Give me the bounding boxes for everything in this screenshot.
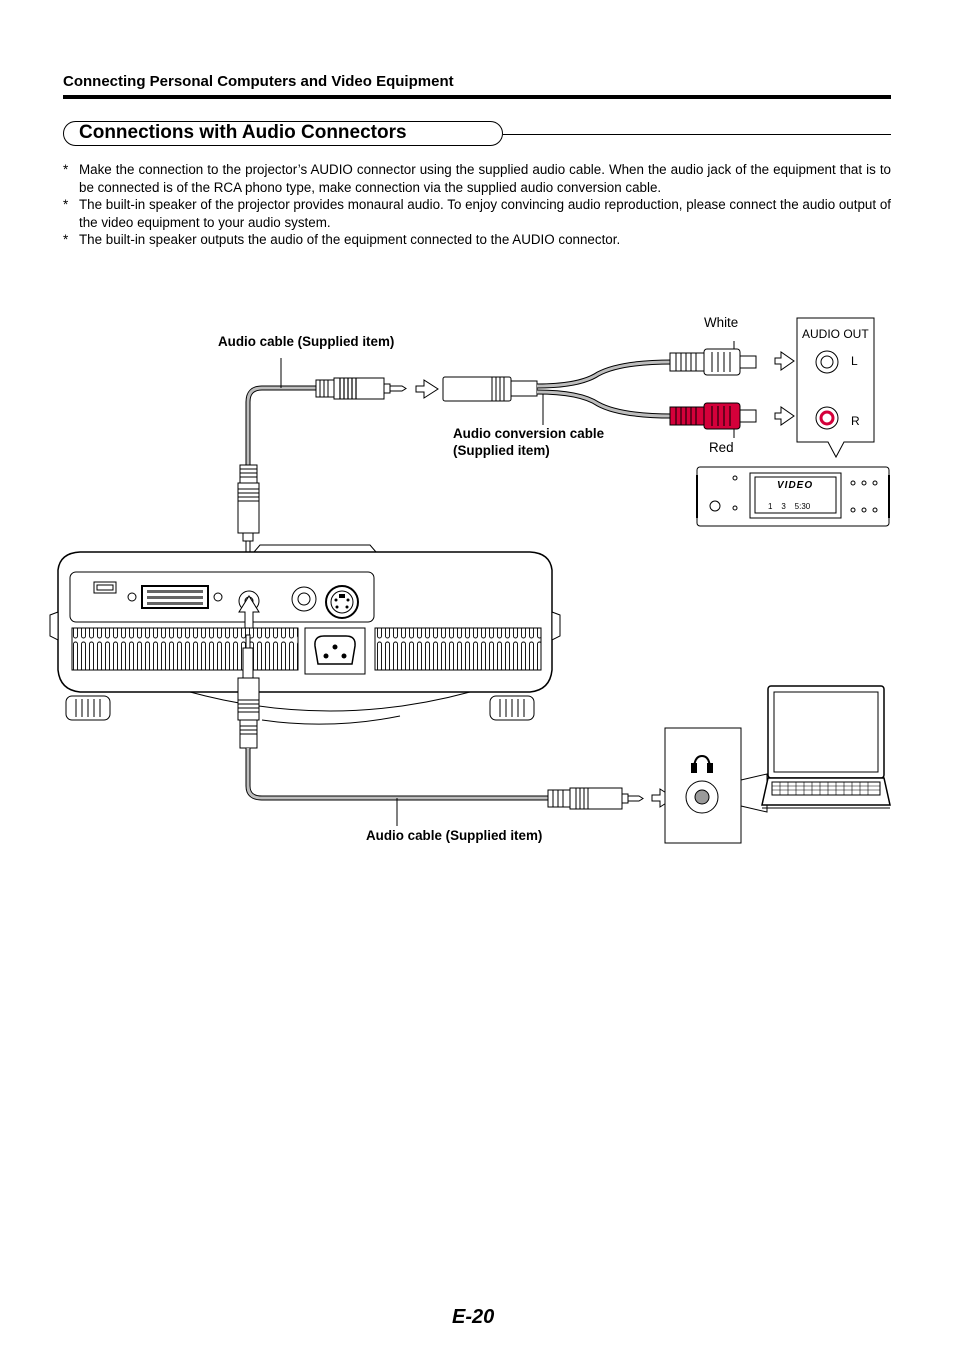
audio-conversion-cable: [442, 359, 673, 425]
header-rule: [63, 95, 891, 99]
rca-plug-red: [669, 402, 757, 438]
section-title-frame: [63, 121, 503, 146]
label-audio-cable-top: Audio cable (Supplied item): [218, 334, 395, 349]
projector: [49, 544, 561, 725]
label-conversion-cable-line2: (Supplied item): [453, 443, 550, 458]
notes-list: * Make the connection to the projector’s …: [63, 161, 891, 249]
laptop-computer: [761, 685, 891, 809]
vcr-brand-logo: VIDEO: [777, 480, 814, 491]
label-white: White: [704, 315, 739, 330]
section-title: Connections with Audio Connectors: [79, 122, 407, 143]
note-item: * The built-in speaker outputs the audio …: [63, 231, 891, 249]
section-rule: [503, 134, 891, 135]
note-marker: *: [63, 162, 69, 177]
label-channel-l: L: [851, 354, 858, 368]
mini-plug-vertical-top: [237, 464, 260, 555]
arrow-up-icon: [238, 595, 260, 629]
video-deck: [696, 466, 890, 527]
headphone-icon: [691, 754, 713, 773]
audio-out-panel: [796, 317, 875, 459]
label-audio-cable-bottom: Audio cable (Supplied item): [366, 828, 543, 843]
headphone-jack-panel: [664, 727, 768, 844]
label-conversion-cable-line1: Audio conversion cable: [453, 426, 605, 441]
note-item: * The built-in speaker of the projector p…: [63, 196, 891, 231]
note-text: Make the connection to the projector’s A…: [79, 162, 891, 195]
arrow-right-icon: [774, 406, 795, 426]
mini-plug-top: [315, 377, 407, 400]
audio-cable-top: [245, 358, 320, 465]
page-number: E-20: [452, 1306, 495, 1328]
note-text: The built-in speaker of the projector pr…: [79, 197, 891, 230]
note-marker: *: [63, 232, 69, 248]
mini-plug-bottom: [547, 787, 644, 810]
audio-cable-bottom: [245, 748, 552, 826]
note-marker: *: [63, 197, 69, 213]
running-header: Connecting Personal Computers and Video …: [63, 73, 454, 90]
mini-plug-vertical-bottom: [237, 634, 260, 749]
arrow-right-icon: [415, 379, 439, 399]
label-red: Red: [709, 440, 734, 455]
note-text: The built-in speaker outputs the audio o…: [79, 232, 621, 248]
rca-plug-white: [669, 341, 757, 376]
label-audio-out: AUDIO OUT: [802, 327, 869, 341]
label-channel-r: R: [851, 414, 860, 428]
arrow-right-icon: [774, 351, 795, 371]
note-item: * Make the connection to the projector’s …: [63, 161, 891, 196]
vcr-display: 1 3 5:30: [768, 502, 811, 511]
